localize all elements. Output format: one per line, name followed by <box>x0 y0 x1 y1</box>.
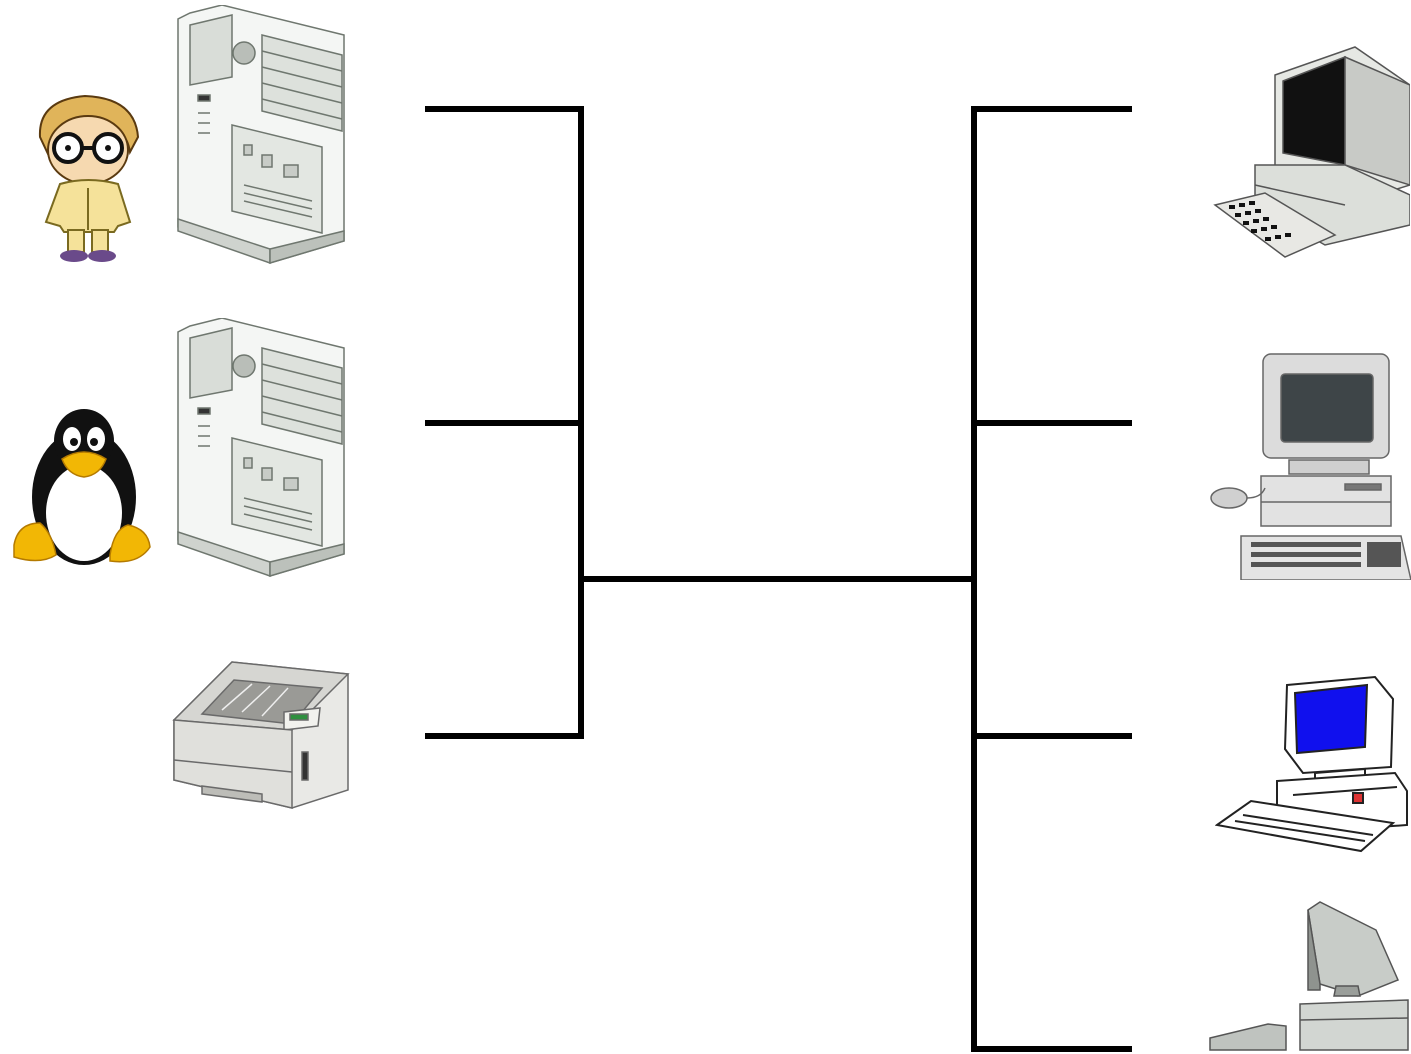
administrator-icon <box>30 92 145 264</box>
desktop-computer-icon <box>1205 352 1411 580</box>
linux-penguin-icon <box>10 405 155 570</box>
server-tower-icon <box>172 5 347 267</box>
desktop-computer-icon <box>1208 900 1411 1054</box>
server-tower-icon <box>172 318 347 580</box>
desktop-computer-icon <box>1215 675 1411 855</box>
laser-printer-icon <box>172 660 350 810</box>
desktop-computer-icon <box>1205 45 1410 270</box>
